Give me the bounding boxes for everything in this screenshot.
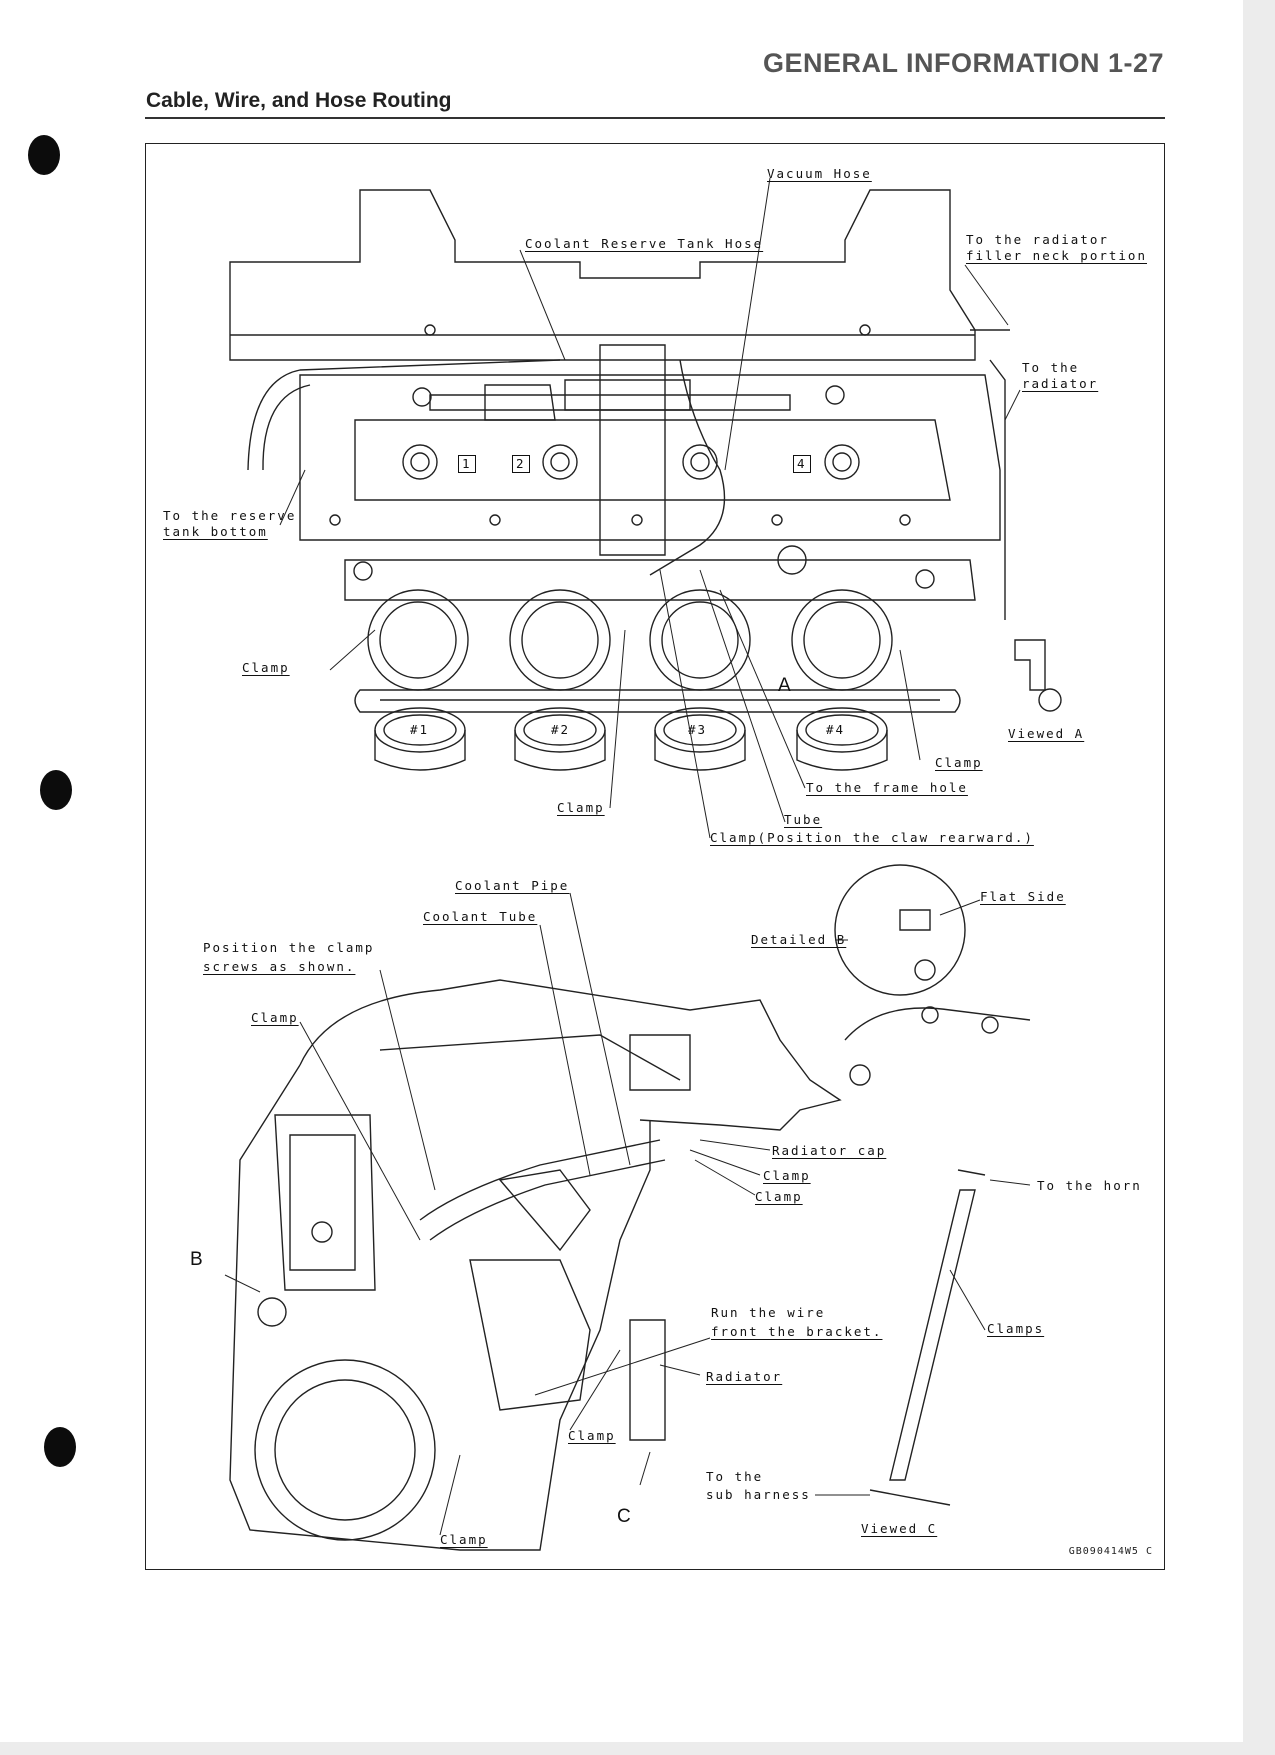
figure-code: GB090414W5 C (1068, 1546, 1153, 1557)
label-num-1: 1 (458, 455, 476, 473)
binder-hole-top (28, 135, 60, 175)
label-position-clamp-2: screws as shown. (203, 959, 356, 974)
leader-lines (224, 177, 1031, 1536)
section-title: Cable, Wire, and Hose Routing (146, 89, 452, 112)
label-coolant-tube: Coolant Tube (423, 909, 538, 924)
label-flat-side: Flat Side (980, 889, 1066, 904)
figure-frame (145, 143, 1165, 1570)
label-coolant-reserve-tank-hose: Coolant Reserve Tank Hose (525, 236, 764, 251)
page-edge-right (1243, 0, 1275, 1755)
label-to-sub-2: sub harness (706, 1487, 811, 1502)
binder-hole-middle (40, 770, 72, 810)
label-clamp-claw: Clamp(Position the claw rearward.) (710, 830, 1034, 845)
label-run-wire-2: front the bracket. (711, 1324, 883, 1339)
label-clamp-bottom-left: Clamp (251, 1010, 299, 1025)
label-clamps: Clamps (987, 1321, 1045, 1336)
binder-hole-bottom (44, 1427, 76, 1467)
label-num-4: 4 (793, 455, 811, 473)
label-clamp-rad-1: Clamp (763, 1168, 811, 1183)
label-num-2: 2 (512, 455, 530, 473)
page-edge-bottom (0, 1742, 1275, 1755)
label-clamp-top-right: Clamp (935, 755, 983, 770)
page-header-title: GENERAL INFORMATION 1-27 (762, 48, 1164, 78)
label-to-radiator-filler-1: To the radiator (966, 232, 1109, 247)
label-clamp-bottom: Clamp (440, 1532, 488, 1547)
label-to-sub-1: To the (706, 1469, 764, 1484)
label-clamp-rad-2: Clamp (755, 1189, 803, 1204)
label-to-reserve-1: To the reserve (163, 508, 297, 523)
label-b: B (190, 1249, 203, 1270)
label-vacuum-hose: Vacuum Hose (767, 166, 872, 181)
label-coolant-pipe: Coolant Pipe (455, 878, 570, 893)
label-radiator-cap: Radiator cap (772, 1143, 887, 1158)
label-cyl-2: #2 (551, 722, 571, 737)
label-arrow-a: A (778, 675, 791, 696)
header-rule (145, 117, 1165, 119)
label-clamp-top-mid: Clamp (557, 800, 605, 815)
label-cyl-1: #1 (410, 722, 430, 737)
label-viewed-a: Viewed A (1008, 726, 1085, 741)
label-viewed-c: Viewed C (861, 1521, 938, 1536)
label-clamp-bottom-mid: Clamp (568, 1428, 616, 1443)
label-position-clamp-1: Position the clamp (203, 940, 375, 955)
label-to-the-horn: To the horn (1037, 1178, 1142, 1193)
label-cyl-4: #4 (826, 722, 846, 737)
label-to-radiator-filler-2: filler neck portion (966, 248, 1147, 263)
label-tube: Tube (784, 812, 823, 827)
label-run-wire-1: Run the wire (711, 1305, 826, 1320)
label-to-radiator-2: radiator (1022, 376, 1099, 391)
label-to-frame-hole: To the frame hole (806, 780, 968, 795)
label-clamp-top-left: Clamp (242, 660, 290, 675)
label-cyl-3: #3 (688, 722, 708, 737)
label-c: C (617, 1506, 631, 1527)
engine-side-view (229, 864, 1031, 1551)
label-detailed-b: Detailed B (751, 932, 847, 947)
label-to-reserve-2: tank bottom (163, 524, 268, 539)
label-radiator: Radiator (706, 1369, 783, 1384)
label-to-radiator-1: To the (1022, 360, 1080, 375)
engine-top-view (229, 189, 1062, 771)
